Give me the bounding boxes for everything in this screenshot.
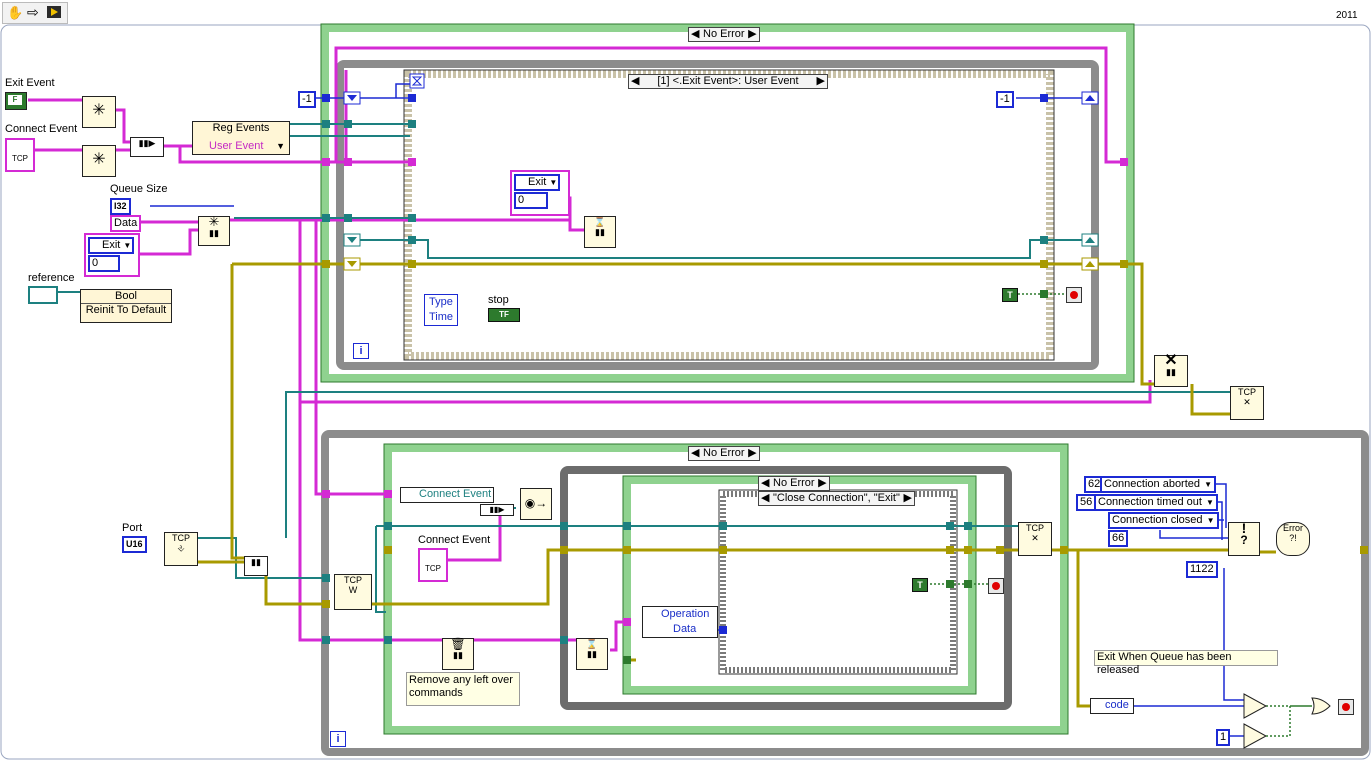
exit-event-label: Exit Event <box>5 77 55 89</box>
tcp-listen-icon: TCP⎀ <box>164 532 198 566</box>
connect-event-inner-terminal[interactable]: TCP <box>418 548 448 582</box>
create-user-event-icon-2: ✳ <box>82 145 116 177</box>
type-label: Type <box>429 296 453 308</box>
enqueue-icon: ⌛▮▮ <box>584 216 616 248</box>
conn-timed-out-constant[interactable]: Connection timed out▼ <box>1094 494 1218 511</box>
stop-terminal-bottom <box>1338 699 1354 715</box>
true-constant-top[interactable]: T <box>1002 288 1018 302</box>
zero-constant-inner[interactable]: 0 <box>514 192 548 209</box>
code-66-constant[interactable]: 66 <box>1108 530 1129 547</box>
dropdown-arrow-icon: ▼ <box>276 141 285 151</box>
bool-label: Bool <box>81 290 171 304</box>
exit-enum[interactable]: Exit▼ <box>88 237 135 254</box>
u16-constant[interactable]: U16 <box>122 536 147 553</box>
connect-event-ref-node[interactable]: Connect Event <box>400 487 494 503</box>
conn-aborted-constant[interactable]: Connection aborted▼ <box>1100 476 1217 493</box>
top-while-loop <box>336 60 1099 370</box>
build-array-icon: ▮▮▶ <box>130 137 164 157</box>
close-case-selector[interactable]: ◀"Close Connection", "Exit"▶ <box>758 491 915 506</box>
clear-errors-icon: !? <box>1228 521 1260 556</box>
reg-events-label: Reg Events <box>212 122 270 134</box>
user-event-label: User Event <box>209 140 264 152</box>
op-data-label: Data <box>673 623 697 635</box>
obtain-queue-icon: ✳▮▮ <box>198 215 230 246</box>
release-queue-icon: ✕▮▮ <box>1154 353 1188 387</box>
hand-icon[interactable]: ✋ <box>7 5 24 20</box>
exit-cluster-constant-inner[interactable]: Exit▼ 0 <box>510 170 570 216</box>
arrow-right-icon[interactable]: ⇨ <box>27 4 39 20</box>
create-user-event-icon: ✳ <box>82 96 116 128</box>
reference-terminal[interactable] <box>28 286 58 304</box>
code-unbundle-node: code <box>1090 698 1134 714</box>
merge-errors-icon: ▮▮ <box>244 556 268 576</box>
connect-event-terminal[interactable]: TCP <box>5 138 35 172</box>
stop-terminal-top <box>1066 287 1082 303</box>
bundle-icon: ▮▮▶ <box>480 504 514 516</box>
inner-case-selector[interactable]: ◀No Error▶ <box>758 476 830 491</box>
reg-events-node[interactable]: Reg Events User Event ▼ <box>192 121 290 155</box>
generate-user-event-icon: ◉→ <box>520 488 552 520</box>
tcp-close-icon-2: TCP✕ <box>1018 522 1052 556</box>
error-handler-icon: Error?! <box>1276 522 1310 556</box>
bottom-case-selector[interactable]: ◀No Error▶ <box>688 446 760 461</box>
version-label: 2011 <box>1336 10 1358 21</box>
data-constant[interactable]: Data <box>110 215 142 232</box>
stop-label: stop <box>488 294 509 306</box>
reference-label: reference <box>28 272 75 284</box>
exit-enum-inner[interactable]: Exit▼ <box>514 174 561 191</box>
inner-while-loop <box>560 466 1012 710</box>
toolbar: ✋ ⇨ <box>2 2 68 24</box>
event-case-selector[interactable]: ◀[1] <.Exit Event>: User Event▶ <box>628 74 828 89</box>
stop-terminal-inner <box>988 578 1004 594</box>
highlight-execution-icon[interactable] <box>47 6 61 18</box>
flush-queue-icon: 🗑▮▮ <box>442 638 474 670</box>
loop-index-top: i <box>353 343 369 359</box>
i32-constant[interactable]: I32 <box>110 198 131 215</box>
true-constant-bottom[interactable]: T <box>912 578 928 592</box>
bottom-while-loop <box>321 430 1369 756</box>
exit-when-released-comment: Exit When Queue has been released <box>1094 650 1278 676</box>
neg-one-right-constant[interactable]: -1 <box>996 91 1014 108</box>
stop-indicator[interactable]: TF <box>488 308 520 322</box>
neg-one-left-constant[interactable]: -1 <box>298 91 316 108</box>
unbundle-node: Operation Data <box>642 606 718 638</box>
exit-event-terminal[interactable]: F <box>5 92 27 110</box>
connect-event-inner-label: Connect Event <box>418 534 491 546</box>
tcp-close-icon: TCP✕ <box>1230 386 1264 420</box>
zero-constant[interactable]: 0 <box>88 255 120 272</box>
port-label: Port <box>122 522 143 534</box>
event-data-node: Type Time <box>424 294 458 326</box>
queue-size-label: Queue Size <box>110 183 168 195</box>
code-1122-constant[interactable]: 1122 <box>1186 561 1218 578</box>
dequeue-icon: ⌛▮▮ <box>576 638 608 670</box>
one-constant[interactable]: 1 <box>1216 729 1231 746</box>
top-case-selector[interactable]: ◀No Error▶ <box>688 27 760 42</box>
reinit-label: Reinit To Default <box>85 304 167 316</box>
loop-index-bottom: i <box>330 731 346 747</box>
exit-cluster-constant[interactable]: Exit▼ 0 <box>84 233 140 277</box>
connect-event-label: Connect Event <box>5 123 78 135</box>
bool-property-node[interactable]: Bool Reinit To Default <box>80 289 172 323</box>
operation-label: Operation <box>661 608 710 620</box>
remove-leftover-comment: Remove any left over commands <box>406 672 520 706</box>
time-label: Time <box>429 311 454 323</box>
conn-closed-constant[interactable]: Connection closed▼ <box>1108 512 1219 529</box>
